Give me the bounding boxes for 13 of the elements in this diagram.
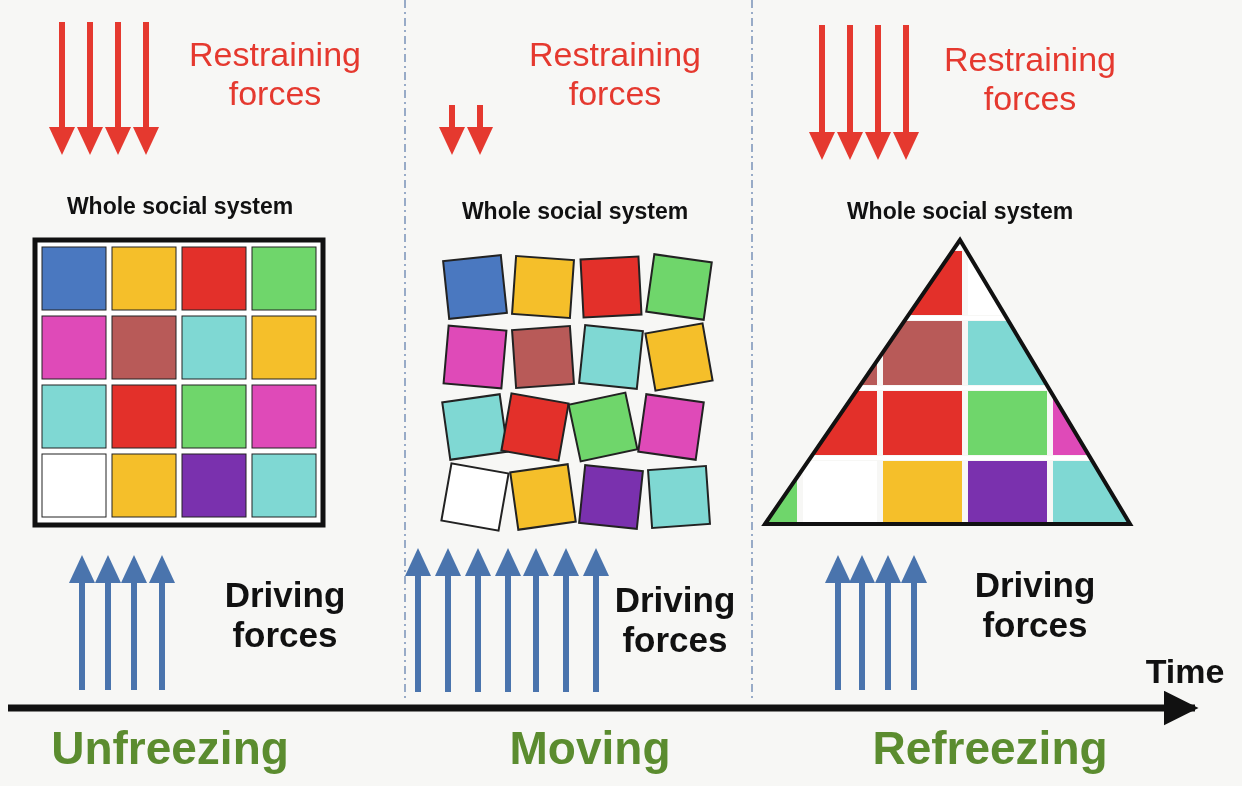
force-label: Restraining forces <box>528 35 702 114</box>
system-label: Whole social system <box>460 198 690 225</box>
force-label: Restraining forces <box>943 40 1117 119</box>
force-label: Restraining forces <box>188 35 362 114</box>
force-label: Driving forces <box>973 565 1097 646</box>
stage-label: Moving <box>508 722 672 775</box>
stage-label: Unfreezing <box>50 722 290 775</box>
system-label: Whole social system <box>65 193 295 220</box>
force-label: Driving forces <box>223 575 347 656</box>
force-label: Driving forces <box>613 580 737 661</box>
axis-label: Time <box>1144 652 1226 692</box>
system-label: Whole social system <box>845 198 1075 225</box>
stage-label: Refreezing <box>871 722 1109 775</box>
